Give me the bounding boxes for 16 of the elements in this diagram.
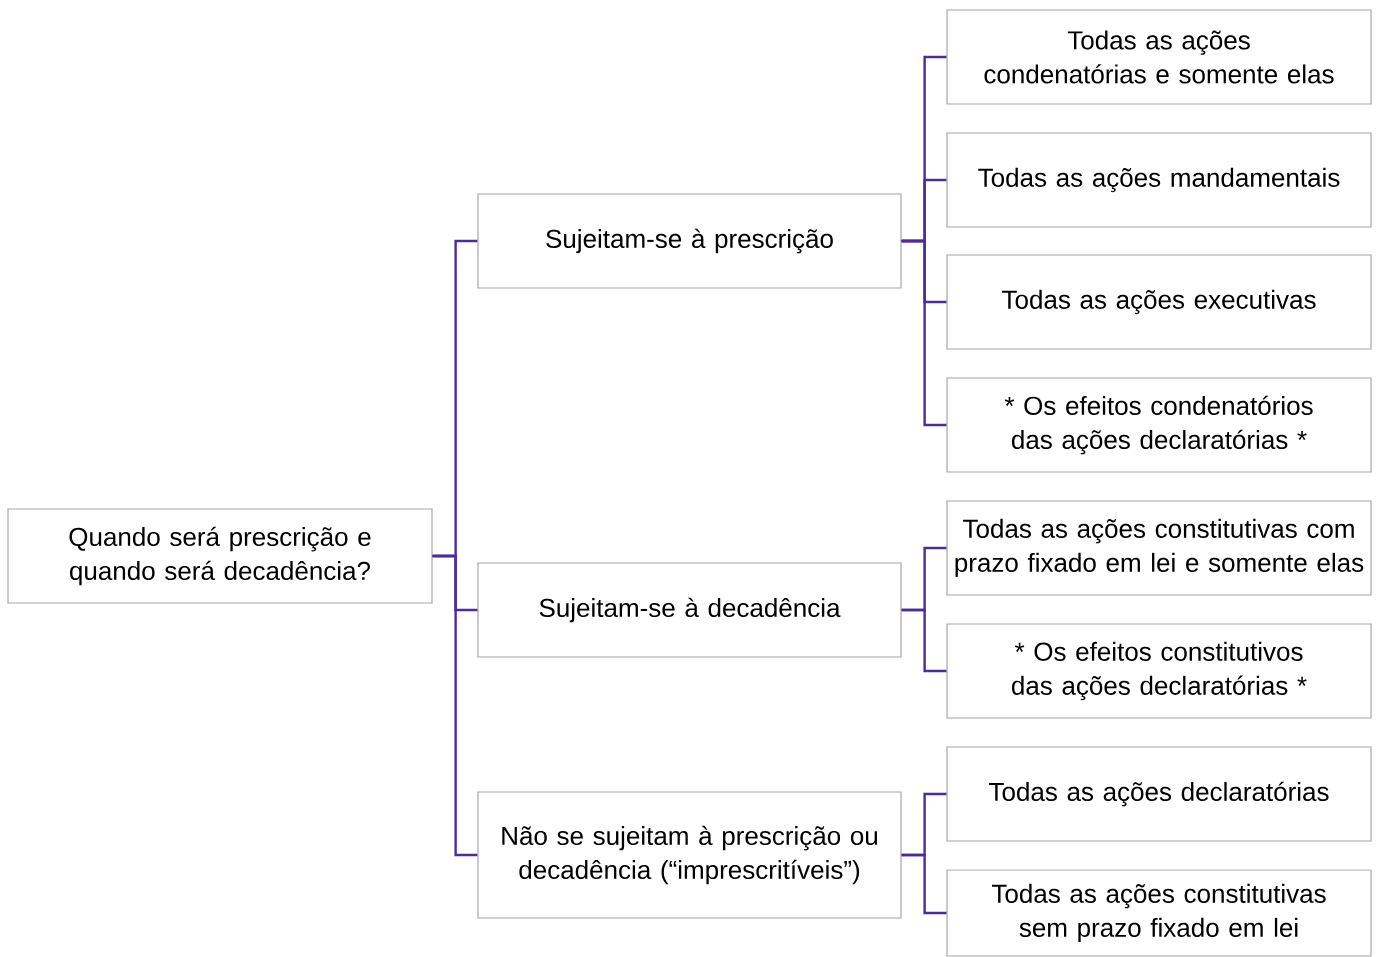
text-box: Sujeitam-se à prescrição (477, 193, 902, 289)
text-box: Todas as ações executivas (946, 254, 1372, 350)
connector (901, 853, 947, 915)
connector (901, 239, 947, 427)
text-box: Sujeitam-se à decadência (477, 562, 902, 658)
text-box: * Os efeitos constitutivos das ações declaratórias * (946, 623, 1372, 719)
text-box: * Os efeitos condenatórios das ações declaratórias * (946, 377, 1372, 473)
text-box: Todas as ações constitutivas sem prazo fixado em lei (946, 869, 1372, 957)
text-box: Todas as ações constitutivas com prazo fixado em lei e somente elas (946, 500, 1372, 596)
text-box: Todas as ações condenatórias e somente elas (946, 9, 1372, 105)
connector (901, 608, 947, 673)
text-box: Todas as ações mandamentais (946, 132, 1372, 228)
connector (432, 554, 478, 857)
text-box: Todas as ações declaratórias (946, 746, 1372, 842)
text-box: Quando será prescrição e quando será decadência? (7, 508, 433, 604)
text-box: Não se sujeitam à prescrição ou decadência (“imprescritíveis”) (477, 791, 902, 919)
